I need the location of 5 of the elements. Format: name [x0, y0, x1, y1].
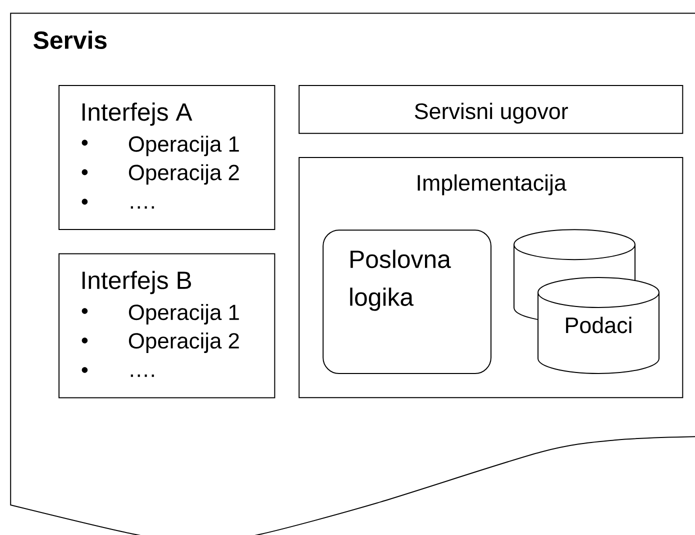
database-cylinder: Podaci	[538, 277, 660, 374]
interface-box: Interfejs B Operacija 1 Operacija 2 ….	[58, 253, 276, 398]
contract-box: Servisni ugovor	[298, 85, 684, 134]
logic-box: Poslovna logika	[322, 230, 492, 374]
interface-box: Interfejs A Operacija 1 Operacija 2 ….	[58, 85, 276, 230]
